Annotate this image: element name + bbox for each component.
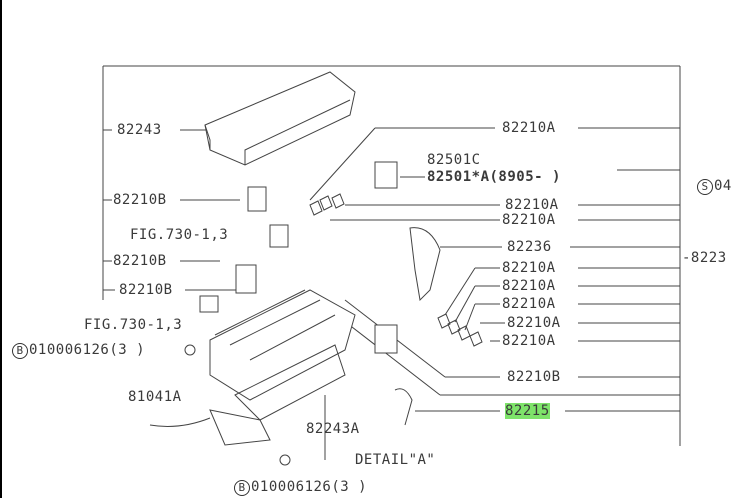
part-label-82210A[interactable]: 82210A: [502, 260, 556, 276]
part-label-82210B[interactable]: 82210B: [507, 369, 561, 385]
part-label-82243[interactable]: 82243: [117, 122, 162, 138]
part-label-82210A[interactable]: 82210A: [502, 296, 556, 312]
s-circle-icon: S: [697, 179, 713, 195]
part-label-82210A[interactable]: 82210A: [502, 278, 556, 294]
detail-a-caption: DETAIL"A": [355, 452, 436, 468]
part-label-82243A[interactable]: 82243A: [306, 421, 360, 437]
fig-ref-730[interactable]: FIG.730-1,3: [130, 227, 229, 243]
part-label-82501C[interactable]: 82501C: [427, 152, 481, 168]
part-label-82210A[interactable]: 82210A: [505, 197, 559, 213]
part-label-82210B[interactable]: 82210B: [113, 192, 167, 208]
bolt-ref-text: 010006126(3 ): [251, 479, 368, 495]
part-label-82210A[interactable]: 82210A: [502, 333, 556, 349]
part-label-82210A[interactable]: 82210A: [502, 212, 556, 228]
part-label-8223[interactable]: -8223: [682, 250, 727, 266]
bolt-ref-text: 010006126(3 ): [29, 342, 146, 358]
part-label-82215[interactable]: 82215: [505, 403, 550, 419]
part-label-82236[interactable]: 82236: [507, 239, 552, 255]
part-label-82210A[interactable]: 82210A: [502, 120, 556, 136]
fig-ref-730[interactable]: FIG.730-1,3: [84, 317, 183, 333]
part-label-82210B[interactable]: 82210B: [119, 282, 173, 298]
highlight: 82215: [505, 403, 550, 419]
ref-s04-text: 04: [714, 178, 732, 194]
part-label-82210B[interactable]: 82210B: [113, 253, 167, 269]
b-circle-icon: B: [12, 343, 28, 359]
b-circle-icon: B: [234, 480, 250, 496]
part-label-81041A[interactable]: 81041A: [128, 389, 182, 405]
part-label-82501A[interactable]: 82501*A(8905- ): [427, 169, 561, 185]
part-label-82210A[interactable]: 82210A: [507, 315, 561, 331]
